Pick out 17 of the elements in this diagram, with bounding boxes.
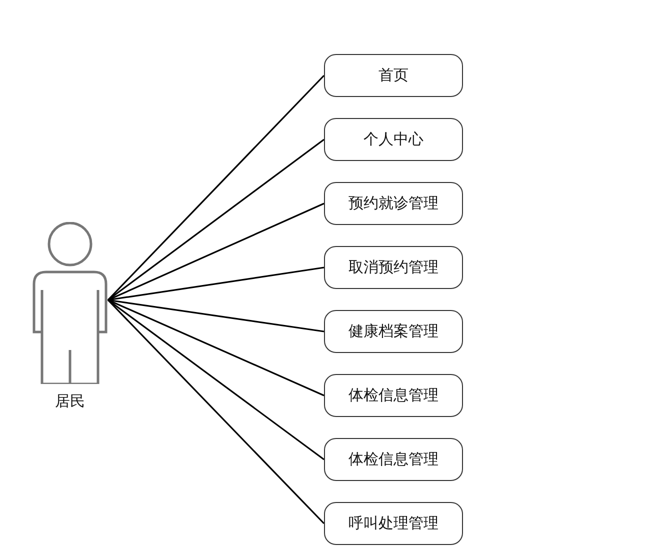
association-line xyxy=(108,202,324,301)
association-line xyxy=(108,299,324,332)
association-line xyxy=(108,266,324,301)
association-line xyxy=(108,138,324,301)
use-case-box: 取消预约管理 xyxy=(324,246,463,289)
association-line xyxy=(108,299,324,460)
use-case-box: 个人中心 xyxy=(324,118,463,161)
use-case-box: 呼叫处理管理 xyxy=(324,502,463,545)
use-case-box: 健康档案管理 xyxy=(324,310,463,353)
use-case-box: 体检信息管理 xyxy=(324,374,463,417)
actor-label: 居民 xyxy=(54,392,86,411)
use-case-box: 体检信息管理 xyxy=(324,438,463,481)
association-line xyxy=(107,299,325,524)
association-line xyxy=(107,74,325,301)
use-case-box: 首页 xyxy=(324,54,463,97)
use-case-box: 预约就诊管理 xyxy=(324,182,463,225)
association-line xyxy=(108,299,324,396)
